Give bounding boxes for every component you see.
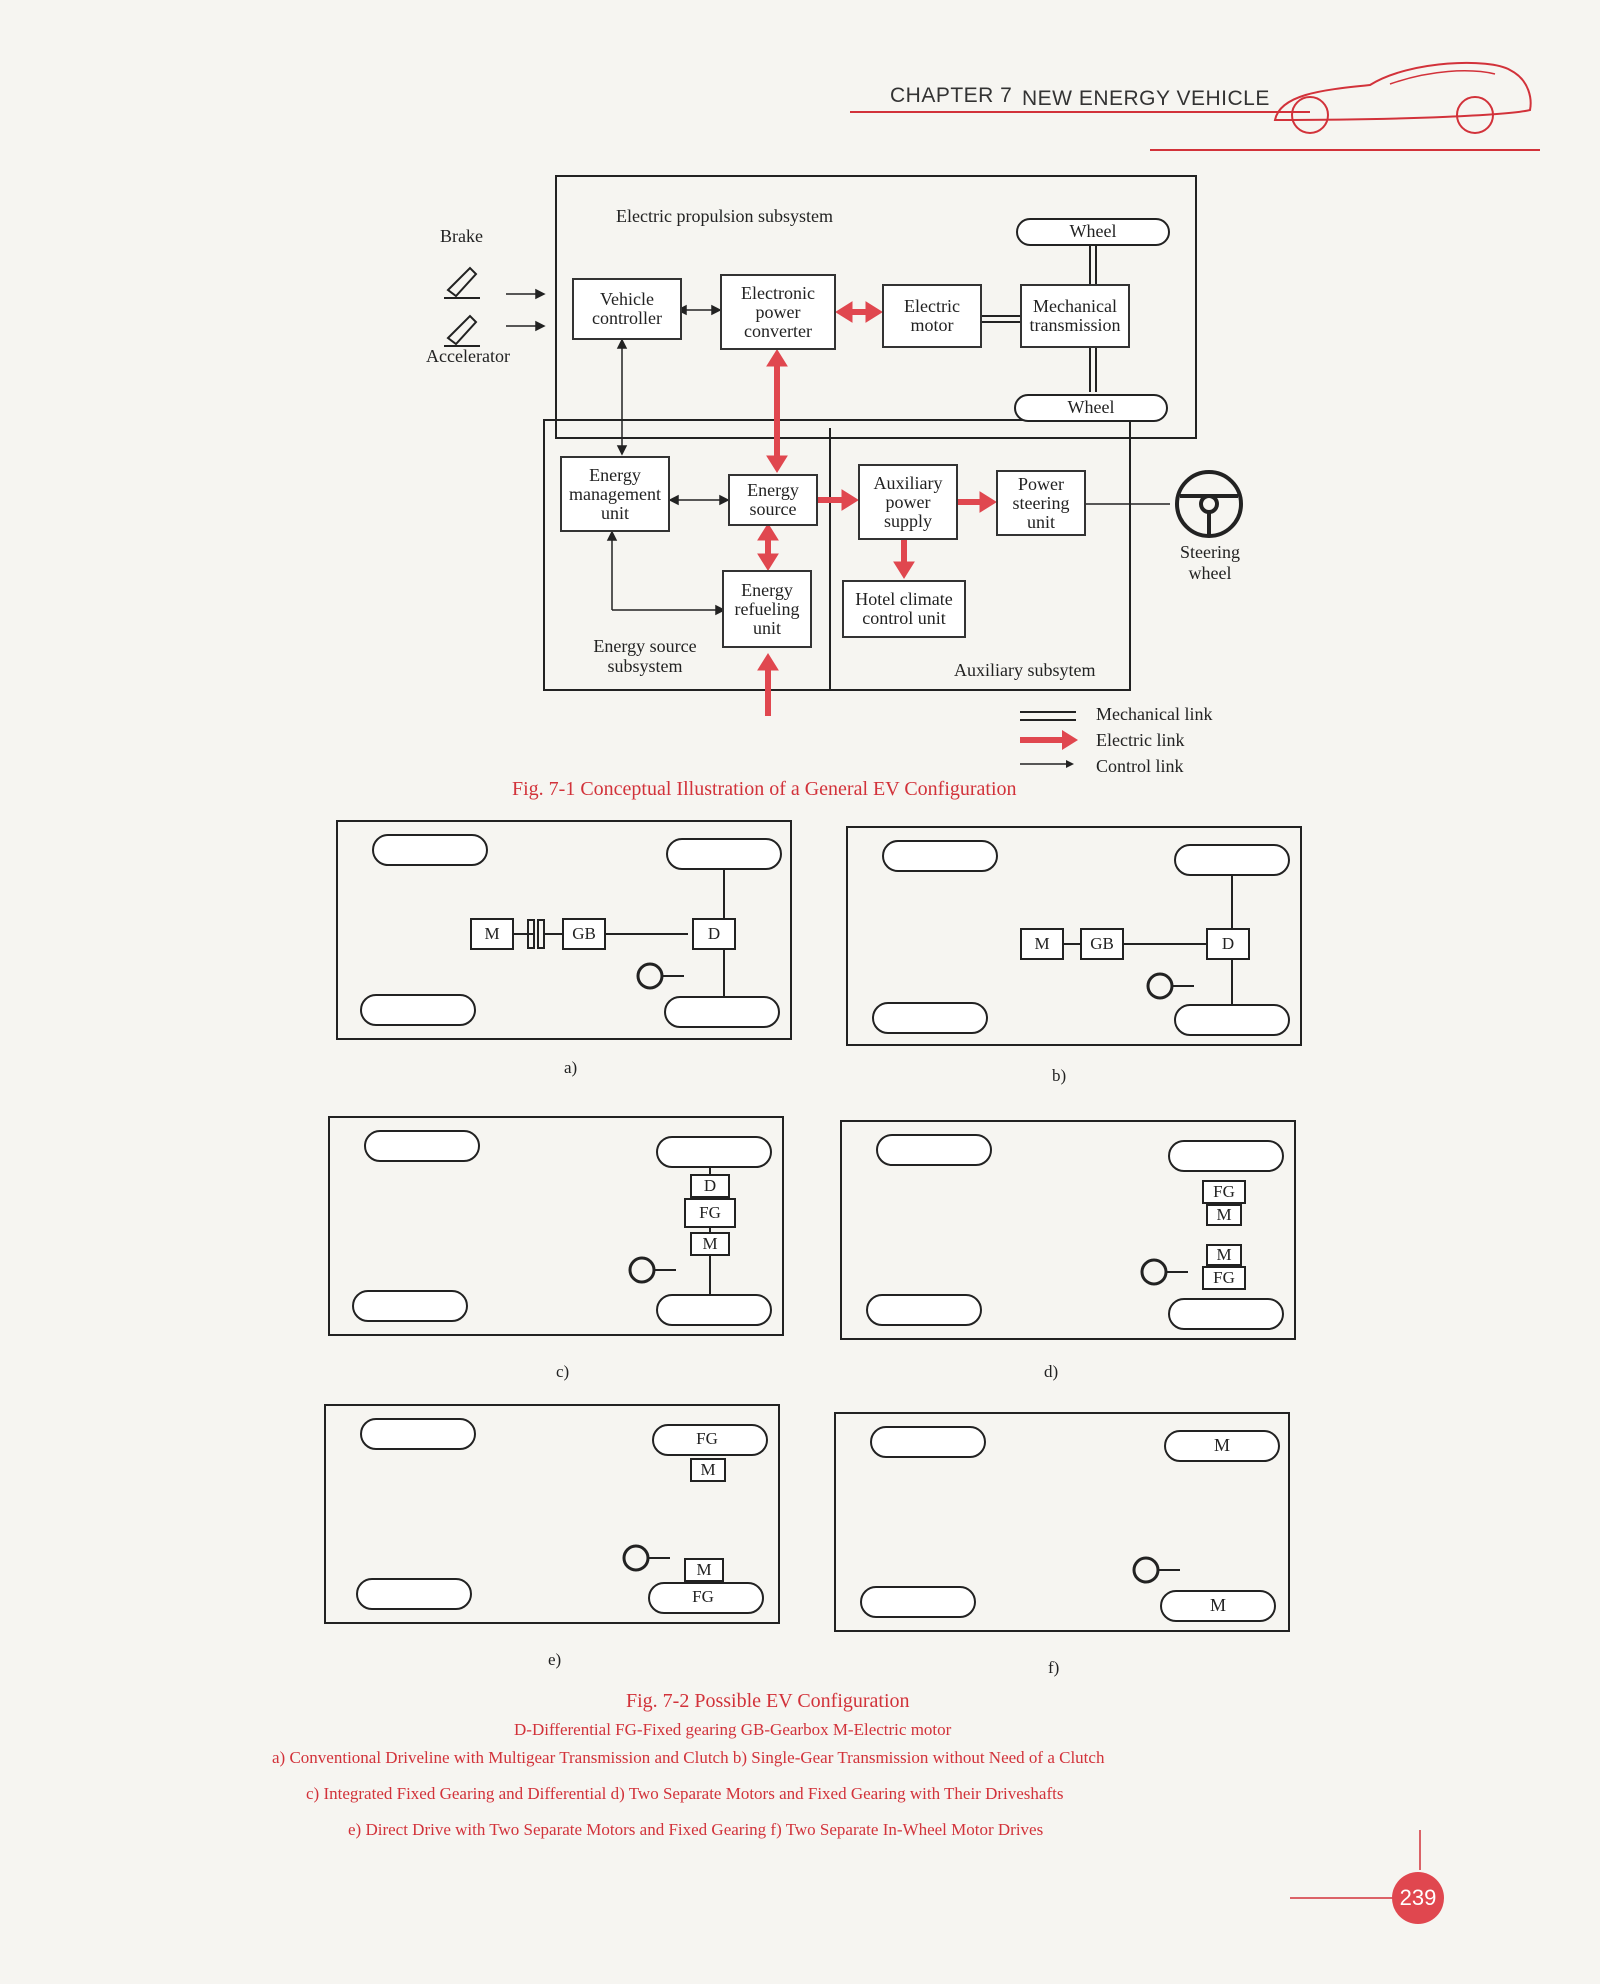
- panel-f-chassis: M M: [834, 1412, 1290, 1632]
- panel-d-letter: d): [1044, 1362, 1059, 1381]
- hotel-climate-box: Hotel climate control unit: [842, 580, 966, 638]
- panel-a-differential: D: [692, 918, 736, 950]
- wheel: [876, 1134, 992, 1166]
- panel-c-lines: [628, 1168, 711, 1294]
- page-number: 239: [1392, 1872, 1444, 1924]
- energy-source-subsystem-label: Energy source subsystem: [593, 636, 697, 676]
- fig2-caption: Fig. 7-2 Possible EV Configuration: [626, 1690, 910, 1712]
- wheel: [664, 996, 780, 1028]
- wheel: [866, 1294, 982, 1326]
- aux-subsystem-label: Auxiliary subsytem: [954, 660, 1096, 680]
- wheel: [656, 1294, 772, 1326]
- accelerator-label: Accelerator: [426, 346, 510, 366]
- wheel-bottom: Wheel: [1014, 394, 1168, 422]
- panel-f-motor-rear: M: [1160, 1590, 1276, 1622]
- energy-source-box: Energy source: [728, 474, 818, 526]
- wheel: [860, 1586, 976, 1618]
- panel-e-fixed-gearing-front: FG: [696, 1429, 718, 1448]
- legend-mechanical-link: Mechanical link: [1096, 704, 1213, 724]
- power-converter-box: Electronic power converter: [720, 274, 836, 350]
- fig2-note-3: e) Direct Drive with Two Separate Motors…: [348, 1820, 1044, 1839]
- wheel: [652, 1424, 768, 1456]
- panel-b-chassis: M GB D: [846, 826, 1302, 1046]
- panel-b-differential: D: [1206, 928, 1250, 960]
- wheel: [360, 1418, 476, 1450]
- wheel: [870, 1426, 986, 1458]
- energy-refueling-box: Energy refueling unit: [722, 570, 812, 648]
- vehicle-controller-box: Vehicle controller: [572, 278, 682, 340]
- energy-management-box: Energy management unit: [560, 456, 670, 532]
- power-steering-box: Power steering unit: [996, 470, 1086, 536]
- wheel-top: Wheel: [1016, 218, 1170, 246]
- panel-c-chassis: D FG M: [328, 1116, 784, 1336]
- fig2-legend: D-Differential FG-Fixed gearing GB-Gearb…: [514, 1720, 952, 1739]
- panel-a-chassis: M GB D: [336, 820, 792, 1040]
- panel-e-chassis: FG M M FG: [324, 1404, 780, 1624]
- page-number-rule: [1290, 1830, 1421, 1899]
- panel-c-motor: M: [690, 1232, 730, 1256]
- aux-power-supply-box: Auxiliary power supply: [858, 464, 958, 540]
- wheel: [352, 1290, 468, 1322]
- propulsion-subsystem-label: Electric propulsion subsystem: [616, 206, 833, 226]
- fig1-caption: Fig. 7-1 Conceptual Illustration of a Ge…: [512, 778, 1017, 800]
- panel-e-fixed-gearing-rear: FG: [692, 1587, 714, 1606]
- panel-f-motor-front: M: [1164, 1430, 1280, 1462]
- panel-f-lines: [1132, 1556, 1180, 1584]
- wheel: [360, 994, 476, 1026]
- legend-electric-link: Electric link: [1096, 730, 1185, 750]
- fig2-note-1: a) Conventional Driveline with Multigear…: [272, 1748, 1105, 1767]
- wheel: [1168, 1140, 1284, 1172]
- steering-wheel-label: Steering wheel: [1180, 542, 1240, 583]
- panel-c-fixed-gearing: FG: [684, 1198, 736, 1228]
- panel-c-differential: D: [690, 1174, 730, 1198]
- panel-e-motor-front: M: [690, 1458, 726, 1482]
- panel-d-fixed-gearing-front: FG: [1202, 1180, 1246, 1204]
- panel-d-motor-rear: M: [1206, 1244, 1242, 1266]
- panel-e-motor-rear: M: [684, 1558, 724, 1582]
- wheel: [648, 1582, 764, 1614]
- panel-a-motor: M: [470, 918, 514, 950]
- panel-a-letter: a): [564, 1058, 578, 1077]
- wheel: [1168, 1298, 1284, 1330]
- panel-f-letter: f): [1048, 1658, 1060, 1677]
- panel-b-letter: b): [1052, 1066, 1067, 1085]
- wheel: [656, 1136, 772, 1168]
- panel-d-motor-front: M: [1206, 1204, 1242, 1226]
- fig2-note-2: c) Integrated Fixed Gearing and Differen…: [306, 1784, 1064, 1803]
- chapter-title: NEW ENERGY VEHICLE: [1022, 87, 1270, 110]
- mechanical-transmission-box: Mechanical transmission: [1020, 284, 1130, 348]
- panel-c-letter: c): [556, 1362, 570, 1381]
- panel-e-lines: [622, 1544, 670, 1572]
- panel-b-gearbox: GB: [1080, 928, 1124, 960]
- wheel: [364, 1130, 480, 1162]
- chapter-label: CHAPTER 7: [890, 84, 1013, 107]
- panel-a-gearbox: GB: [562, 918, 606, 950]
- wheel: [372, 834, 488, 866]
- fig1-lines: [444, 175, 1243, 768]
- panel-d-fixed-gearing-rear: FG: [1202, 1266, 1246, 1290]
- panel-d-chassis: FG M M FG: [840, 1120, 1296, 1340]
- electric-motor-box: Electric motor: [882, 284, 982, 348]
- panel-b-motor: M: [1020, 928, 1064, 960]
- legend-control-link: Control link: [1096, 756, 1184, 776]
- car-illustration: [850, 61, 1540, 151]
- wheel: [882, 840, 998, 872]
- brake-label: Brake: [440, 226, 483, 246]
- wheel: [356, 1578, 472, 1610]
- wheel: [872, 1002, 988, 1034]
- panel-e-letter: e): [548, 1650, 562, 1669]
- panel-d-lines: [1140, 1258, 1188, 1286]
